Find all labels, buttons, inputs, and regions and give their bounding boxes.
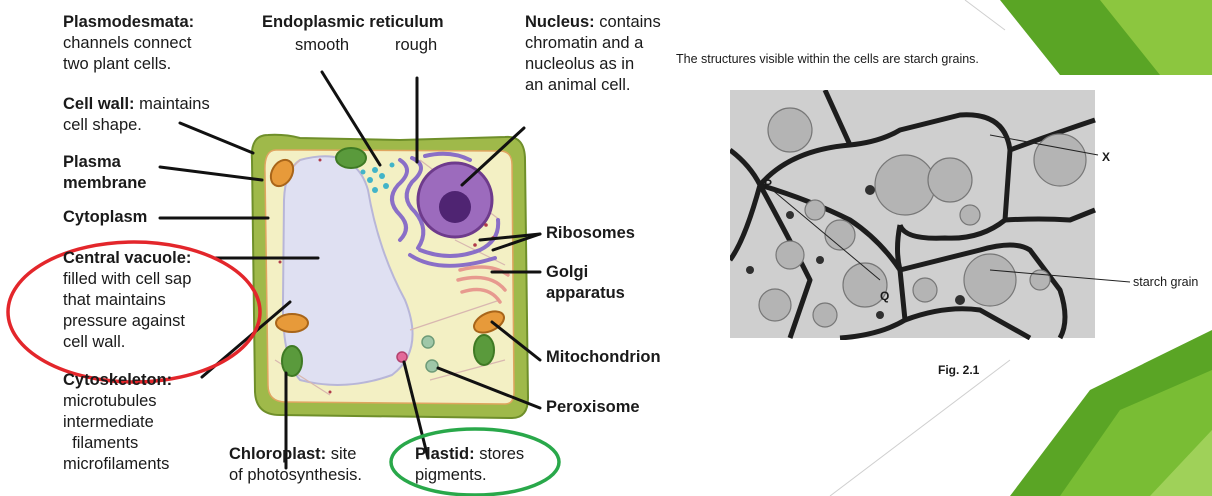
micrograph-label-q: Q (880, 289, 889, 303)
chloroplast-bottom (282, 346, 302, 376)
plasmodesmata-line-2: two plant cells. (63, 54, 194, 75)
chloroplast-title-rest: site (326, 445, 356, 463)
label-chloroplast: Chloroplast: site of photosynthesis. (229, 444, 362, 486)
nucleus-title-rest: contains (595, 13, 661, 31)
golgi-line-1: Golgi (546, 262, 625, 283)
chloroplast-title: Chloroplast: (229, 445, 326, 463)
plasmodesmata-line-1: channels connect (63, 33, 194, 54)
micrograph-label-x: X (1102, 150, 1110, 164)
micrograph-label-p: P (764, 177, 772, 191)
label-cell-wall: Cell wall: maintains cell shape. (63, 94, 210, 136)
er-rough-label: rough (395, 35, 437, 56)
label-mitochondrion: Mitochondrion (546, 347, 670, 368)
label-central-vacuole: Central vacuole: filled with cell sap th… (63, 248, 191, 353)
central-vacuole-title: Central vacuole: (63, 249, 191, 267)
nucleolus (439, 191, 471, 223)
plastid-line-1: pigments. (415, 465, 524, 486)
cytoskeleton-line-4: microfilaments (63, 454, 172, 475)
peroxisome-1 (422, 336, 434, 348)
figure-caption: Fig. 2.1 (938, 363, 979, 377)
chloroplast-top (336, 148, 366, 168)
er-title: Endoplasmic reticulum (262, 13, 444, 31)
er-smooth-label: smooth (295, 35, 349, 56)
chloroplast-right (474, 335, 494, 365)
label-cytoskeleton: Cytoskeleton: microtubules intermediate … (63, 370, 172, 475)
cytoskeleton-line-3: filaments (63, 433, 172, 454)
central-vacuole-line-3: pressure against (63, 311, 191, 332)
plastid-title-rest: stores (475, 445, 525, 463)
cytoskeleton-line-1: microtubules (63, 391, 172, 412)
micrograph-label-starch-grain: starch grain (1133, 275, 1198, 289)
plastid (397, 352, 407, 362)
central-vacuole-line-4: cell wall. (63, 332, 191, 353)
golgi-line-2: apparatus (546, 283, 625, 304)
cell-wall-line-1: cell shape. (63, 115, 210, 136)
label-plasma-membrane: Plasma membrane (63, 152, 146, 194)
cytoskeleton-line-2: intermediate (63, 412, 172, 433)
nucleus-title: Nucleus: (525, 13, 595, 31)
micrograph-intro-text: The structures visible within the cells … (676, 52, 979, 66)
plastid-title: Plastid: (415, 445, 475, 463)
nucleus-line-1: chromatin and a (525, 33, 661, 54)
cytoskeleton-title: Cytoskeleton: (63, 371, 172, 389)
deco-line-top (965, 0, 1005, 30)
central-vacuole-line-2: that maintains (63, 290, 191, 311)
peroxisome-title: Peroxisome (546, 398, 640, 416)
mitochondrion-left (276, 314, 308, 332)
label-plastid: Plastid: stores pigments. (415, 444, 524, 486)
label-endoplasmic-reticulum: Endoplasmic reticulum (262, 12, 444, 33)
label-nucleus: Nucleus: contains chromatin and a nucleo… (525, 12, 661, 96)
cell-wall-title: Cell wall: (63, 95, 135, 113)
cell-wall-title-rest: maintains (135, 95, 210, 113)
starch-micrograph (730, 90, 1210, 340)
plasma-membrane-line-1: Plasma (63, 152, 146, 173)
label-golgi: Golgi apparatus (546, 262, 625, 304)
label-cytoplasm: Cytoplasm (63, 207, 147, 228)
plasma-membrane-line-2: membrane (63, 173, 146, 194)
peroxisome-2 (426, 360, 438, 372)
central-vacuole-line-1: filled with cell sap (63, 269, 191, 290)
deco-line-bottom (830, 360, 1010, 496)
cytoplasm-title: Cytoplasm (63, 208, 147, 226)
label-peroxisome: Peroxisome (546, 397, 640, 418)
label-ribosomes: Ribosomes (546, 223, 635, 244)
label-plasmodesmata: Plasmodesmata: channels connect two plan… (63, 12, 194, 75)
chloroplast-line-1: of photosynthesis. (229, 465, 362, 486)
nucleus-line-3: an animal cell. (525, 75, 661, 96)
plasmodesmata-title: Plasmodesmata: (63, 13, 194, 31)
nucleus-line-2: nucleolus as in (525, 54, 661, 75)
ribosomes-title: Ribosomes (546, 224, 635, 242)
mitochondrion-title: Mitochondrion (546, 348, 661, 366)
